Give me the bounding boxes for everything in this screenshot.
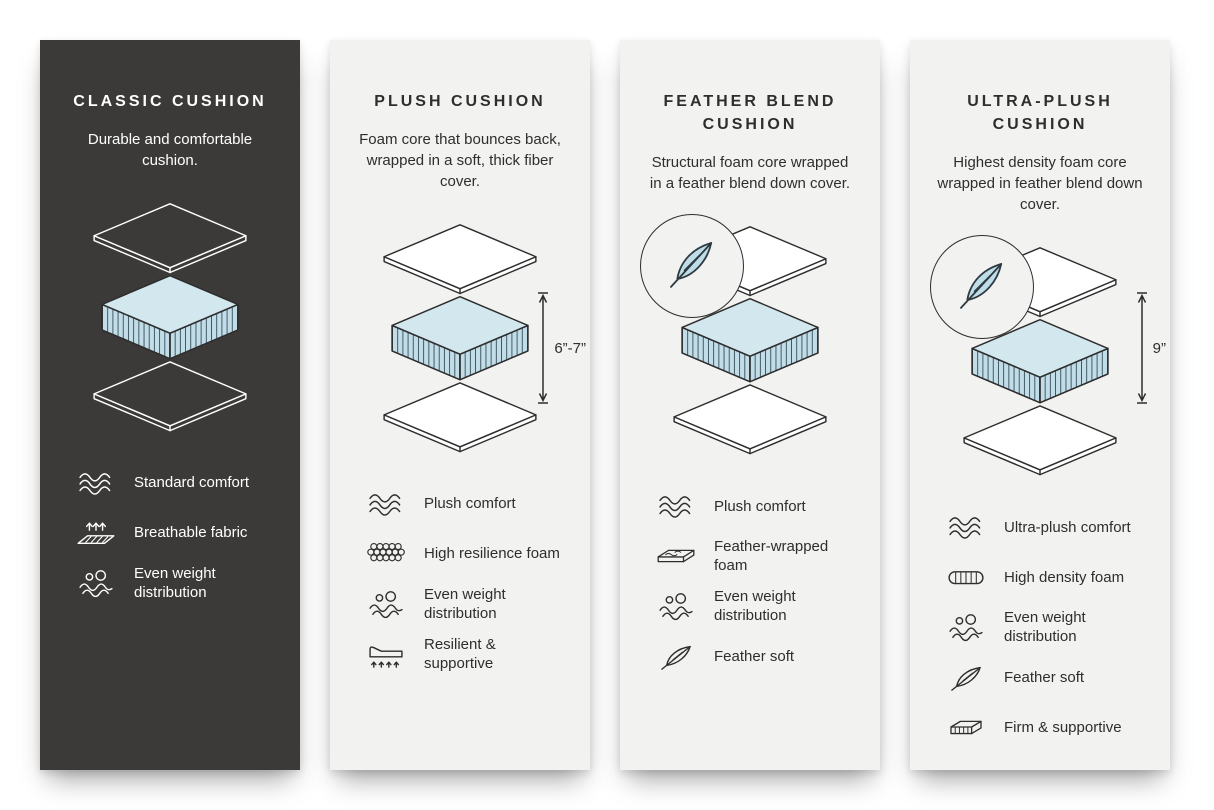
cushion-diagram — [364, 220, 556, 460]
wave-icon — [942, 512, 990, 542]
feature-label: Feather soft — [714, 647, 795, 665]
feature-label: Standard comfort — [134, 474, 250, 492]
cushion-diagram — [74, 199, 266, 439]
feature-item: Ultra-plush comfort — [942, 507, 1148, 547]
feature-label: High resilience foam — [424, 545, 560, 563]
cushion-diagram — [640, 214, 846, 462]
measure-arrow-icon — [538, 292, 549, 404]
card-title: ULTRA-PLUSH CUSHION — [967, 93, 1113, 134]
card-ultra-plush-cushion: ULTRA-PLUSH CUSHION Highest density foam… — [910, 40, 1170, 770]
feature-label: Even weight distribution — [134, 564, 216, 602]
feature-item: Plush comfort — [362, 484, 568, 524]
feature-label: Feather-wrapped foam — [714, 537, 829, 575]
feather-badge — [640, 214, 744, 319]
feature-item: Resilient & supportive — [362, 634, 568, 674]
feature-item: Feather soft — [652, 636, 858, 676]
feature-label: Plush comfort — [424, 495, 516, 513]
card-plush-cushion: PLUSH CUSHION Foam core that bounces bac… — [330, 40, 590, 770]
feature-item: Even weight distribution — [72, 563, 278, 603]
card-description: Durable and comfortable cushion. — [87, 131, 253, 170]
feature-item: Firm & supportive — [942, 707, 1148, 747]
feature-item: Plush comfort — [652, 486, 858, 526]
feature-item: Even weight distribution — [652, 586, 858, 626]
weight-distribution-icon — [72, 568, 120, 598]
feature-label: Even weight distribution — [1004, 608, 1086, 646]
wave-icon — [72, 468, 120, 498]
feature-label: Breathable fabric — [134, 524, 248, 542]
resilient-icon — [362, 639, 410, 669]
firm-icon — [942, 712, 990, 742]
feature-label: Feather soft — [1004, 668, 1085, 686]
feature-item: High resilience foam — [362, 534, 568, 574]
feature-list: Plush comfort High resilience foam Even … — [352, 484, 568, 674]
weight-distribution-icon — [652, 591, 700, 621]
feature-label: Firm & supportive — [1004, 718, 1122, 736]
feature-label: Even weight distribution — [424, 585, 506, 623]
height-measurement: 6”-7” — [537, 292, 586, 404]
wave-icon — [652, 491, 700, 521]
card-description: Foam core that bounces back, wrapped in … — [359, 131, 561, 191]
card-title: PLUSH CUSHION — [374, 93, 546, 110]
height-measurement: 9” — [1136, 292, 1166, 404]
card-description: Structural foam core wrapped in a feathe… — [649, 154, 851, 193]
honeycomb-foam-icon — [362, 539, 410, 569]
card-title: FEATHER BLEND CUSHION — [663, 93, 837, 134]
feature-list: Plush comfort Feather-wrapped foam Even … — [642, 486, 858, 676]
feather-wrapped-icon — [652, 541, 700, 571]
layered-cushion-illustration — [74, 199, 266, 439]
feature-item: Feather soft — [942, 657, 1148, 697]
card-classic-cushion: CLASSIC CUSHION Durable and comfortable … — [40, 40, 300, 770]
feature-label: Even weight distribution — [714, 587, 796, 625]
feature-item: Breathable fabric — [72, 513, 278, 553]
wave-icon — [362, 489, 410, 519]
high-density-foam-icon — [942, 562, 990, 592]
breathable-icon — [72, 518, 120, 548]
feather-badge — [930, 235, 1034, 340]
feature-list: Standard comfort Breathable fabric Even … — [62, 463, 278, 603]
feature-label: Ultra-plush comfort — [1004, 518, 1131, 536]
feather-icon — [942, 662, 990, 692]
feather-icon — [652, 641, 700, 671]
feature-item: Standard comfort — [72, 463, 278, 503]
layered-cushion-illustration — [364, 220, 556, 460]
weight-distribution-icon — [942, 612, 990, 642]
card-feather-blend-cushion: FEATHER BLEND CUSHION Structural foam co… — [620, 40, 880, 770]
feature-item: Even weight distribution — [362, 584, 568, 624]
feature-item: High density foam — [942, 557, 1148, 597]
feature-list: Ultra-plush comfort High density foam Ev… — [932, 507, 1148, 747]
measurement-label: 6”-7” — [554, 339, 586, 357]
feather-icon — [950, 253, 1014, 322]
feature-item: Even weight distribution — [942, 607, 1148, 647]
measurement-label: 9” — [1152, 339, 1166, 357]
card-description: Highest density foam core wrapped in fea… — [937, 154, 1143, 214]
weight-distribution-icon — [362, 589, 410, 619]
feature-label: High density foam — [1004, 568, 1125, 586]
feature-label: Resilient & supportive — [424, 635, 496, 673]
feature-item: Feather-wrapped foam — [652, 536, 858, 576]
card-title: CLASSIC CUSHION — [73, 93, 267, 110]
feature-label: Plush comfort — [714, 497, 806, 515]
cushion-diagram — [930, 235, 1136, 483]
feather-icon — [660, 232, 724, 301]
measure-arrow-icon — [1136, 292, 1147, 404]
